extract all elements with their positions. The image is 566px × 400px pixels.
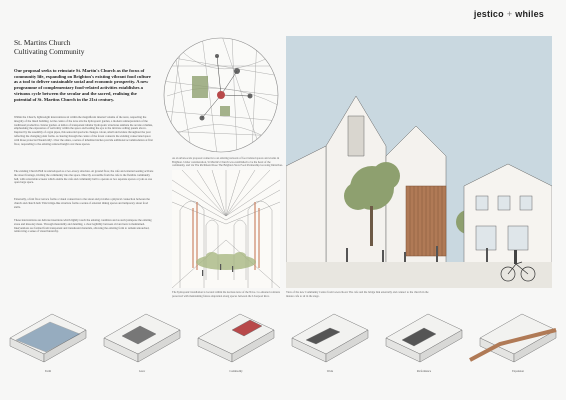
body-paragraph: These interventions are delicate inserti… [14, 218, 152, 234]
body-paragraph: Within the Church, lightweight intervent… [14, 115, 153, 146]
map-caption: As an urban-scale proposal connects to a… [172, 157, 283, 168]
title-line-2: Cultivating Community [14, 47, 85, 56]
street-caption: View of the new Community Centre from Le… [286, 291, 429, 298]
interior-perspective-image [172, 170, 280, 288]
title-line-1: St. Martins Church [14, 38, 71, 47]
module-label-expansion: Expansion [512, 370, 524, 373]
module-label-commodity: Commodity [229, 370, 243, 373]
street-perspective-image [286, 36, 552, 288]
interior-caption: The hydroponic installation is located w… [172, 291, 281, 298]
body-paragraph: Externally, a fruit floor terrace forms … [14, 197, 150, 209]
module-strip [0, 300, 566, 380]
body-paragraph: The existing Church Hall is redeveloped … [14, 169, 154, 185]
module-label-earth: Earth [44, 370, 52, 373]
page-title: St. Martins Church Cultivating Community [14, 38, 84, 56]
brand-logo: jestico+whiles [473, 9, 544, 19]
site-map-image [162, 36, 280, 154]
module-label-performance: Performance [416, 370, 432, 373]
module-label-grow: Grow [138, 370, 146, 373]
intro-text: Our proposal seeks to reinstate St. Mart… [14, 68, 151, 102]
module-label-work: Work [326, 370, 334, 373]
